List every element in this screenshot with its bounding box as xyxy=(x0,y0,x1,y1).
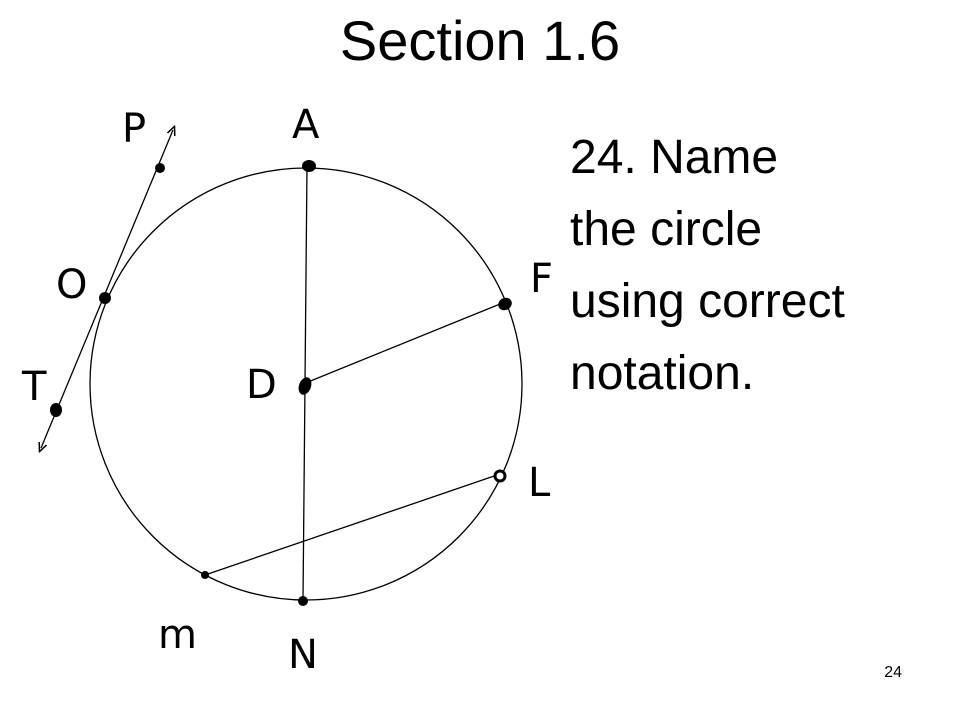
label-l: L xyxy=(528,460,551,506)
point-a-dot xyxy=(302,160,316,172)
label-t: T xyxy=(21,364,47,410)
problem-line-1: 24. Name xyxy=(570,131,779,184)
label-f: F xyxy=(530,256,553,302)
point-n-dot xyxy=(298,596,308,606)
point-t-dot xyxy=(50,403,62,417)
label-a: A xyxy=(292,102,320,148)
page-number: 24 xyxy=(884,664,902,681)
problem-line-3: using correct xyxy=(570,275,845,328)
tangent-line-pt xyxy=(41,130,173,448)
label-n: N xyxy=(288,632,318,678)
chord-ml xyxy=(204,473,501,576)
radius-df xyxy=(307,301,506,383)
point-p-dot xyxy=(155,163,165,173)
problem-line-2: the circle xyxy=(570,203,763,256)
point-m-dot xyxy=(201,571,209,579)
point-f-dot xyxy=(498,297,512,311)
point-o-dot xyxy=(99,292,111,304)
problem-text: 24. Name the circle using correct notati… xyxy=(570,122,940,410)
label-m: m xyxy=(158,612,197,658)
point-l-dot xyxy=(493,469,507,483)
label-p: P xyxy=(122,106,146,152)
label-o: O xyxy=(56,262,87,308)
label-d: D xyxy=(246,362,277,408)
point-d-dot xyxy=(298,377,312,395)
problem-line-4: notation. xyxy=(570,347,755,400)
slide-title: Section 1.6 xyxy=(339,9,621,72)
